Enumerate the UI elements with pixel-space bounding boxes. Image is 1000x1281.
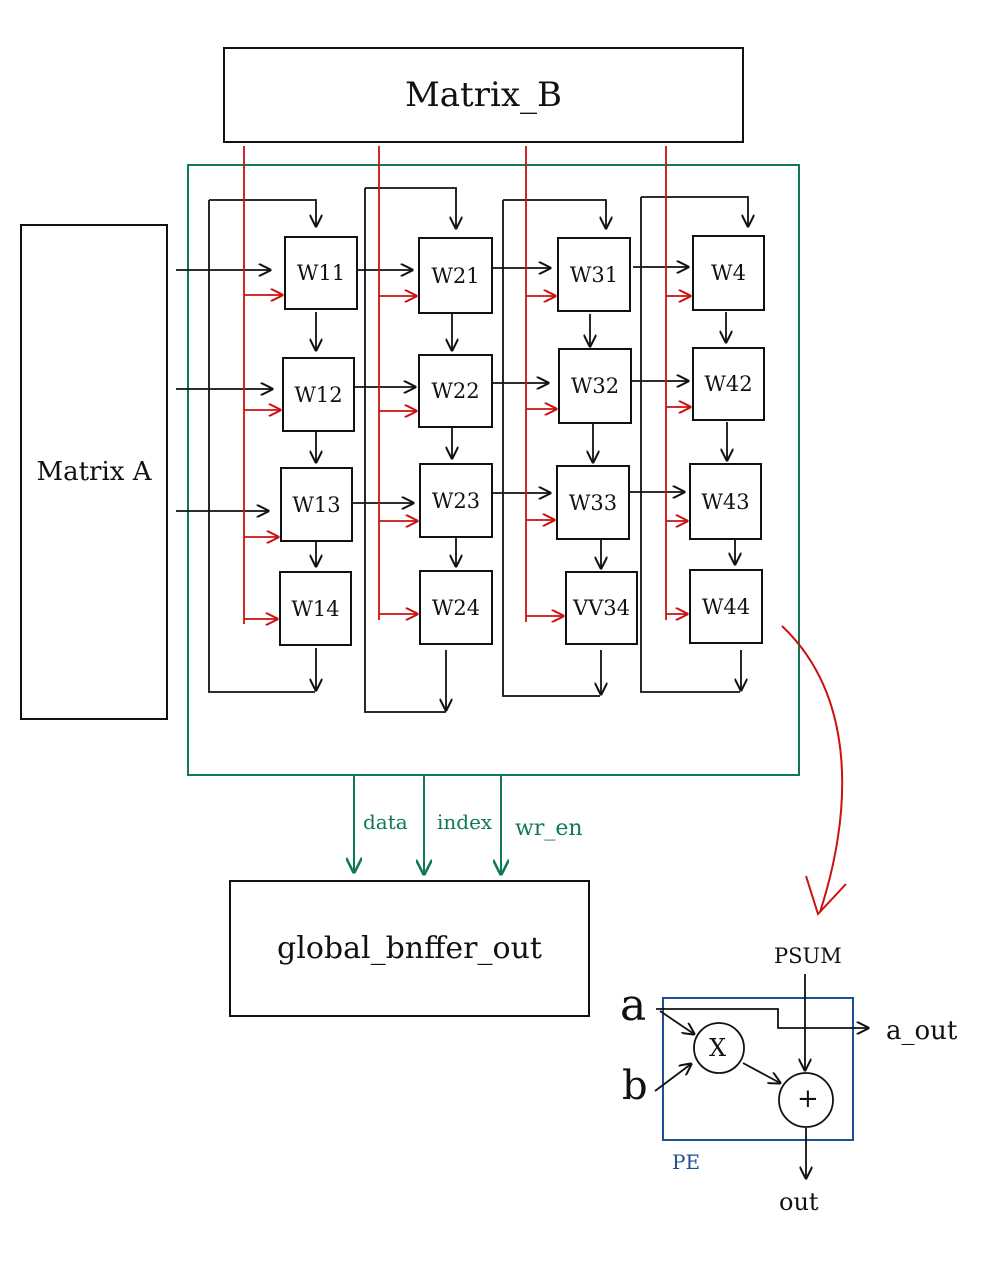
pe-w44: W44 — [689, 569, 763, 644]
row-arrows — [176, 267, 688, 511]
global-buffer-block: global_bnffer_out — [229, 880, 590, 1017]
pe-label: W13 — [292, 492, 341, 517]
global-buffer-label: global_bnffer_out — [277, 931, 542, 966]
matrix-b-lines — [243, 146, 667, 624]
pe-w22: W22 — [418, 354, 493, 428]
pe-output-sum: out — [779, 1188, 819, 1216]
zoom-arrow-head — [805, 875, 847, 916]
pe-label: W33 — [568, 490, 618, 515]
pe-w42: W42 — [692, 347, 765, 421]
matrix-b-block: Matrix_B — [223, 47, 744, 143]
pe-label: W24 — [431, 595, 481, 620]
pe-label: W23 — [431, 488, 481, 513]
pe-detail-frame — [662, 997, 854, 1141]
pe-label: W4 — [711, 261, 746, 285]
zoom-arrow — [781, 625, 844, 913]
pe-w34: VV34 — [565, 571, 638, 645]
pe-output-a: a_out — [886, 1016, 958, 1046]
pe-label: W44 — [701, 594, 751, 619]
pe-input-a: a — [620, 980, 647, 1031]
multiply-symbol: X — [709, 1034, 727, 1062]
pe-label: W43 — [701, 489, 750, 514]
pe-w12: W12 — [282, 357, 355, 432]
pe-label: W42 — [704, 372, 753, 396]
pe-label: W12 — [294, 382, 343, 407]
pe-w11: W11 — [284, 236, 358, 310]
pe-w24: W24 — [419, 570, 493, 645]
matrix-b-label: Matrix_B — [404, 75, 563, 115]
pe-w21: W21 — [418, 237, 493, 314]
pe-w31: W31 — [557, 237, 631, 312]
pe-w41: W4 — [692, 235, 765, 311]
pe-w33: W33 — [556, 465, 630, 540]
bus-label-wr-en: wr_en — [515, 816, 583, 841]
multiplier-circle — [693, 1022, 745, 1074]
matrix-b-taps — [244, 295, 690, 619]
pe-input-psum: PSUM — [774, 944, 842, 968]
adder-circle — [778, 1072, 834, 1128]
output-buses — [354, 776, 501, 874]
bus-label-index: index — [437, 810, 493, 834]
pe-label: W21 — [431, 263, 480, 288]
pe-label: W31 — [569, 262, 619, 287]
bus-label-data: data — [363, 810, 408, 834]
systolic-array-frame — [187, 164, 800, 776]
pe-label: W14 — [291, 596, 340, 621]
add-symbol: + — [797, 1084, 819, 1114]
pe-w14: W14 — [279, 571, 352, 646]
column-loops — [208, 187, 748, 713]
matrix-a-label: Matrix A — [36, 457, 152, 487]
pe-detail-title: PE — [672, 1150, 701, 1174]
pe-w13: W13 — [280, 467, 353, 542]
column-arrows — [316, 312, 735, 568]
pe-input-b: b — [622, 1063, 648, 1109]
pe-detail-wires — [654, 974, 868, 1178]
pe-w23: W23 — [419, 463, 493, 538]
pe-w43: W43 — [689, 463, 762, 540]
pe-label: W22 — [431, 379, 480, 403]
pe-label: W32 — [570, 374, 620, 398]
pe-label: W11 — [296, 261, 346, 285]
pe-w32: W32 — [558, 348, 632, 424]
matrix-a-block: Matrix A — [20, 224, 168, 720]
pe-label: VV34 — [572, 596, 631, 620]
